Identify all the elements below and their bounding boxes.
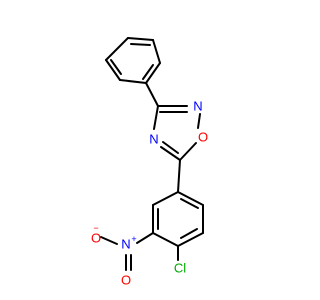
chloronitrophenyl-ring [152, 191, 204, 247]
atom-label-cl: Cl [174, 261, 186, 276]
oxadiazole-ring [153, 105, 201, 161]
bond [197, 113, 201, 129]
atom-label-n-2: N [193, 99, 202, 114]
bond [105, 37, 129, 61]
bond [119, 79, 147, 84]
bond [153, 105, 159, 130]
bond [177, 232, 204, 247]
bond [105, 59, 121, 81]
bond [180, 228, 198, 239]
atom-label-nitro-o-minus: O [91, 231, 101, 246]
bond [177, 191, 204, 206]
charge-minus: − [93, 223, 98, 233]
bond [127, 37, 154, 41]
bond [145, 82, 159, 107]
bond [130, 43, 151, 46]
bond [152, 39, 161, 64]
bond [142, 64, 154, 80]
molecule-structure: N O N N + O − O Cl [91, 37, 208, 288]
bond [180, 198, 199, 209]
charge-plus: + [131, 234, 136, 244]
atom-label-n-4: N [149, 132, 158, 147]
phenyl-ring [105, 37, 161, 84]
bond [152, 191, 179, 206]
bond [100, 236, 118, 245]
bond [136, 232, 154, 244]
bond [110, 59, 122, 75]
bond [179, 142, 197, 161]
bond [177, 159, 181, 193]
bond [145, 62, 161, 84]
atom-label-nitro-o: O [121, 273, 131, 288]
atom-label-o: O [198, 130, 208, 145]
bond [162, 141, 179, 154]
bond [160, 146, 181, 161]
bond [152, 232, 179, 247]
atom-label-nitro-n: N [121, 237, 130, 252]
